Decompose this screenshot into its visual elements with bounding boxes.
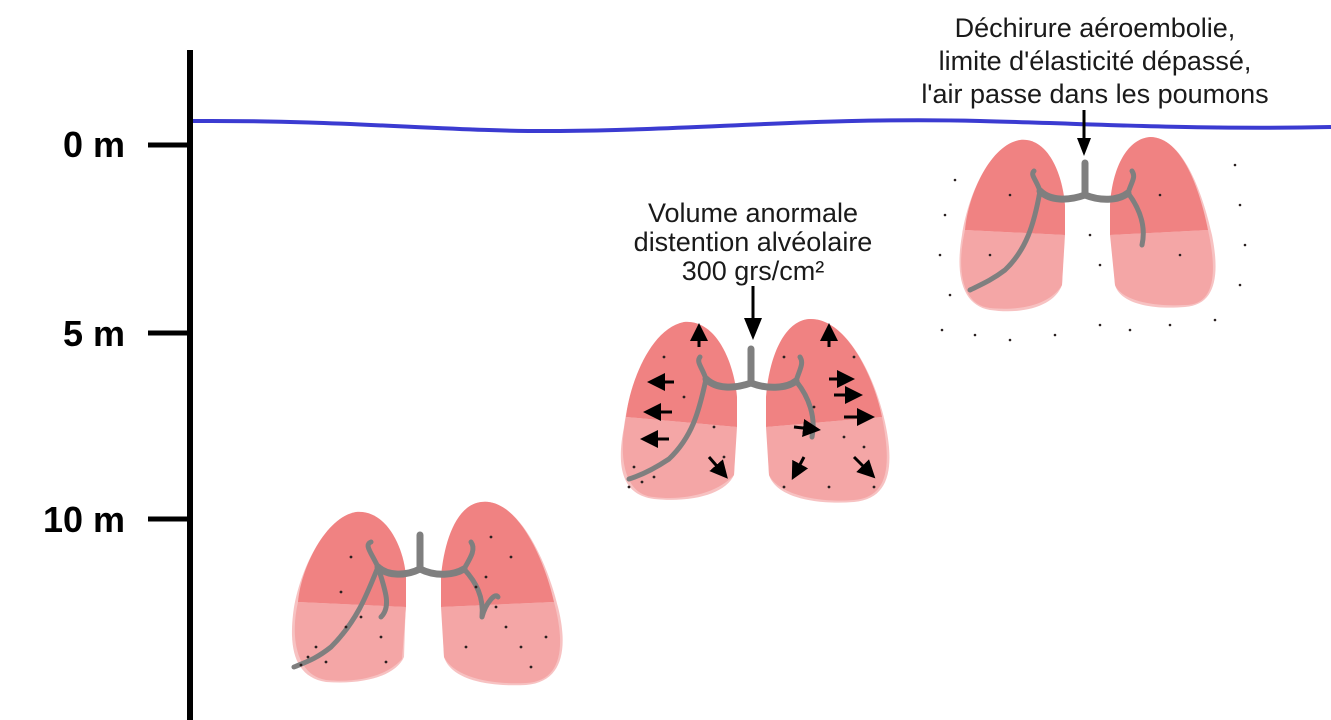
water-surface-line (193, 120, 1331, 131)
depth-label-0m: 0 m (63, 124, 125, 165)
annotation-distension-line-3: 300 grs/cm² (682, 256, 825, 286)
lungs-10m (292, 502, 563, 686)
annotation-rupture-line-3: l'air passe dans les poumons (921, 79, 1268, 109)
right-lung (441, 502, 563, 686)
depth-axis: 0 m 5 m 10 m (43, 50, 190, 720)
annotation-rupture-line-2: limite d'élasticité dépassé, (939, 46, 1252, 76)
depth-label-10m: 10 m (43, 499, 125, 540)
right-lung (1110, 137, 1216, 308)
depth-label-5m: 5 m (63, 313, 125, 354)
lungs-0m (939, 137, 1247, 341)
annotation-rupture: Déchirure aéroembolie, limite d'élastici… (921, 13, 1268, 156)
annotation-distension: Volume anormale distention alvéolaire 30… (634, 198, 873, 340)
lungs-5m (621, 319, 890, 503)
annotation-rupture-arrowhead (1077, 138, 1091, 156)
annotation-rupture-line-1: Déchirure aéroembolie, (955, 13, 1236, 43)
annotation-distension-line-1: Volume anormale (648, 198, 858, 228)
annotation-distension-line-2: distention alvéolaire (634, 227, 873, 257)
annotation-distension-arrowhead (744, 318, 762, 340)
